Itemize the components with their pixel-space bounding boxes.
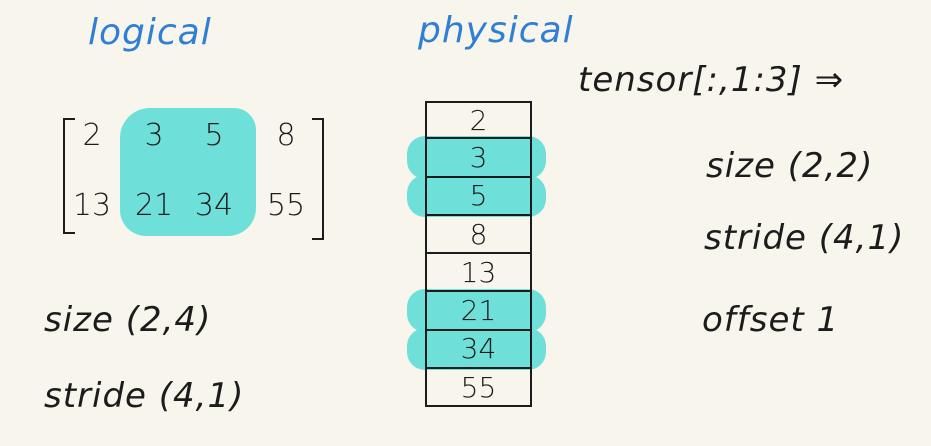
storage-slot-value: 21 [460, 294, 497, 328]
storage-slot-value: 34 [460, 332, 497, 366]
slice-stride-label: stride (4,1) [704, 218, 905, 258]
storage-slot: 2 [425, 101, 532, 140]
physical-heading: physical [418, 10, 574, 51]
matrix-left-bracket [63, 118, 75, 234]
storage-slot-value: 2 [469, 103, 488, 137]
matrix-cell: 21 [134, 188, 174, 223]
storage-slot: 3 [407, 136, 546, 179]
storage-slot: 34 [407, 327, 546, 371]
storage-slot: 55 [425, 369, 532, 408]
storage-slot: 13 [425, 254, 532, 293]
storage-slot-value: 55 [460, 370, 497, 404]
storage-slot: 5 [407, 174, 546, 218]
slice-expression: tensor[:,1:3] ⇒ [578, 60, 845, 100]
slice-offset-label: offset 1 [702, 300, 840, 340]
slice-size-label: size (2,2) [706, 146, 874, 186]
storage-slot-value: 3 [469, 140, 488, 174]
storage-slot-value: 13 [460, 255, 497, 289]
matrix-cell: 34 [194, 188, 234, 223]
matrix-cell: 2 [82, 118, 102, 153]
matrix-cell: 8 [276, 118, 296, 153]
matrix-cell: 13 [72, 188, 112, 223]
logical-stride-label: stride (4,1) [44, 376, 245, 416]
logical-size-label: size (2,4) [44, 300, 212, 340]
matrix-right-bracket [312, 118, 324, 240]
matrix-slice-highlight [120, 108, 256, 236]
matrix-cell: 3 [144, 118, 164, 153]
matrix-cell: 5 [204, 118, 224, 153]
storage-slot-value: 5 [469, 179, 488, 213]
storage-slot: 21 [407, 289, 546, 333]
logical-heading: logical [88, 12, 212, 53]
storage-slot: 8 [425, 215, 532, 255]
storage-slot-value: 8 [469, 217, 488, 251]
matrix-cell: 55 [266, 188, 306, 223]
